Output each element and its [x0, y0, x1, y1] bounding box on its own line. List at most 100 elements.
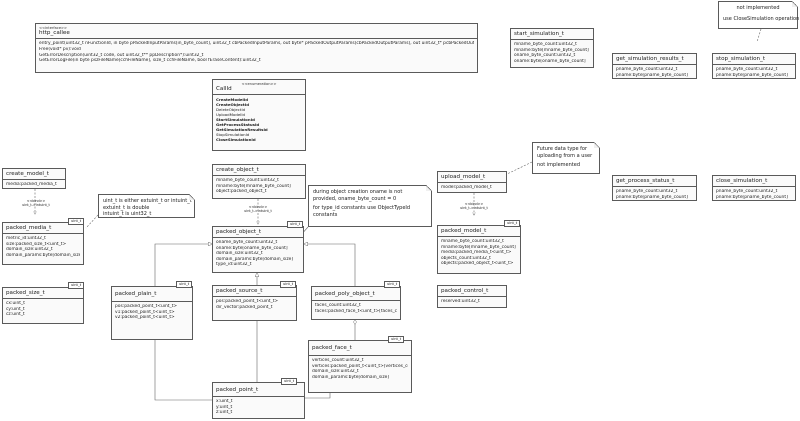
note-line: constants: [313, 211, 338, 218]
generalization-poly: [304, 244, 356, 286]
template-param-tag: uint_t: [280, 281, 297, 288]
enum-literal: GetProcessStatusId: [216, 122, 260, 128]
packed-face-class[interactable]: packed_face_t vertices_count:uint32_t ve…: [308, 340, 412, 393]
packed-model-class[interactable]: packed_model_t mname_byte_count:uint32_t…: [437, 225, 521, 274]
stop-simulation-class[interactable]: stop_simulation_t pname_byte_count:uint3…: [712, 53, 796, 79]
field: vertices_count:uint32_t: [312, 358, 364, 363]
packed-point-class[interactable]: packed_point_t x:uint_t y:uint_t z:uint_…: [212, 382, 305, 419]
bind-stereotype: <<bind>>: [464, 202, 484, 206]
enum-literal: CreateModelId: [216, 97, 249, 103]
enum-literal: UploadModelId: [216, 112, 245, 118]
operation: Free(void* pv):void: [39, 47, 81, 52]
field: v2:packed_point_t<uint_t>: [115, 315, 175, 321]
packed-control-class[interactable]: packed_control_t reserved:uint32_t: [437, 285, 507, 308]
field: oname:byte[oname_byte_count]: [514, 58, 586, 64]
get-simulation-results-class[interactable]: get_simulation_results_t pname_byte_coun…: [612, 53, 697, 79]
field: pname:byte[pname_byte_count]: [616, 194, 688, 200]
enum-literal: StopSimulationId: [216, 132, 250, 138]
template-param-tag: uint_t: [384, 281, 401, 288]
class-title: stop_simulation_t: [716, 56, 766, 62]
field: media:packed_media_t<uint_t>: [441, 250, 512, 256]
oname-note: during object creation oname is not prov…: [308, 185, 432, 227]
bind-mapping: uint_t->intuint_t: [22, 203, 50, 207]
bind-stereotype: <<bind>>: [26, 199, 46, 203]
class-title: packed_object_t: [216, 229, 262, 235]
start-simulation-class[interactable]: start_simulation_t mname_byte_count:uint…: [510, 28, 594, 68]
field: pos:packed_point_t<uint_t>: [216, 299, 279, 304]
field: model:packed_model_t: [441, 185, 492, 190]
field: pname:byte[pname_byte_count]: [716, 194, 788, 200]
class-title: get_process_status_t: [616, 178, 675, 184]
field: oname_byte_count:uint32_t: [216, 240, 278, 245]
packed-media-class[interactable]: packed_media_t metric_id:uint32_t size:p…: [2, 222, 84, 265]
operation: entry_point(uint32_t nFunctionId, in byt…: [39, 41, 474, 47]
field: z:uint_t: [216, 410, 233, 416]
field: domain_params:byte[domain_size]: [312, 374, 390, 380]
field: oname_byte_count:uint32_t: [514, 53, 576, 59]
template-param-tag: uint_t: [388, 336, 405, 343]
note-line: for type_id constants use ObjectTypeId: [313, 205, 411, 212]
template-param-tag: uint_t: [68, 282, 85, 289]
note-link-stop-simulation: [756, 28, 762, 43]
packed-object-class[interactable]: packed_object_t oname_byte_count:uint32_…: [212, 226, 304, 273]
note-line: extuint_t is double: [103, 204, 150, 211]
packed-size-class[interactable]: packed_size_t cx:uint_t cy:uint_t cz:uin…: [2, 287, 84, 324]
future-data-type-note: Future data type for uploading from a us…: [532, 142, 600, 174]
http-callee-interface[interactable]: <<interface>> http_callee entry_point(ui…: [35, 23, 478, 73]
field: objects:packed_object_t<uint_t>: [441, 261, 514, 267]
class-title: http_callee: [39, 30, 70, 37]
note-line: uint_t is either extuint_t or intuint_t: [103, 198, 192, 204]
field: x:uint_t: [216, 399, 233, 404]
get-process-status-class[interactable]: get_process_status_t pname_byte_count:ui…: [612, 175, 697, 201]
operation-list: entry_point(uint32_t nFunctionId, in byt…: [36, 39, 477, 65]
upload-model-class[interactable]: upload_model_t model:packed_model_t: [437, 171, 507, 193]
enum-literal: CloseSimulationId: [216, 137, 256, 143]
field: size:packed_size_t<uint_t>: [6, 241, 67, 247]
note-link-uint: [85, 214, 99, 229]
class-title: packed_control_t: [441, 288, 489, 294]
packed-plain-class[interactable]: packed_plain_t pos:packed_point_t<uint_t…: [111, 286, 193, 340]
field: reserved:uint32_t: [441, 299, 480, 304]
field: faces_count:uint32_t: [315, 303, 361, 308]
create-model-class[interactable]: create_model_t media:packed_media_t: [2, 168, 66, 189]
field: type_id:uint32_t: [216, 262, 252, 268]
field: domain_size:uint32_t: [6, 247, 53, 253]
class-title: packed_size_t: [6, 290, 45, 296]
stereotype-label: <<enumeration>>: [241, 82, 277, 86]
enum-literal: DeleteObjectId: [216, 107, 246, 113]
class-title: packed_plain_t: [115, 291, 157, 297]
note-line: not implemented: [537, 162, 581, 169]
note-link-future: [504, 161, 533, 176]
template-param-tag: uint_t: [176, 281, 193, 288]
note-line: not implemented: [736, 5, 780, 11]
stereotype-label: <<interface>>: [39, 26, 68, 30]
bind-label: <<bind>> uint_t->intuint_t: [244, 205, 272, 213]
field: object:packed_object_t: [216, 189, 267, 195]
callid-enumeration[interactable]: <<enumeration>> CallId CreateModelId Cre…: [212, 79, 306, 151]
field: y:uint_t: [216, 404, 233, 410]
field: domain_params:byte[domain_size]: [216, 256, 294, 262]
packed-poly-object-class[interactable]: packed_poly_object_t faces_count:uint32_…: [311, 286, 401, 320]
enum-literal: GetSimulationResultsId: [216, 127, 268, 133]
class-title: packed_media_t: [6, 225, 52, 231]
assoc-plain-point: [154, 340, 212, 401]
packed-source-class[interactable]: packed_source_t pos:packed_point_t<uint_…: [212, 285, 297, 321]
enum-literal: StartSimulationId: [216, 117, 255, 123]
class-title: packed_model_t: [441, 228, 487, 234]
field: mname:byte[mname_byte_count]: [216, 183, 291, 189]
close-simulation-class[interactable]: close_simulation_t pname_byte_count:uint…: [712, 175, 796, 201]
field: v1:packed_point_t<uint_t>: [115, 309, 175, 315]
bind-mapping: uint_t->intuint_t: [244, 209, 272, 213]
field: mname:byte[mname_byte_count]: [441, 244, 516, 250]
field: mname_byte_count:uint32_t: [216, 178, 279, 183]
field: faces:packed_face_t<uint_t>[faces_count]: [315, 308, 397, 314]
note-line: uploading from a user: [537, 152, 593, 159]
field: cx:uint_t: [6, 301, 25, 306]
field: vertices:packed_point_t<uint_t>[vertices…: [312, 363, 408, 369]
field: mname:byte[mname_byte_count]: [514, 47, 589, 53]
field: cy:uint_t: [6, 306, 25, 312]
field: objects_count:uint32_t: [441, 255, 491, 261]
create-object-class[interactable]: create_object_t mname_byte_count:uint32_…: [212, 164, 306, 199]
class-title: upload_model_t: [441, 174, 486, 180]
